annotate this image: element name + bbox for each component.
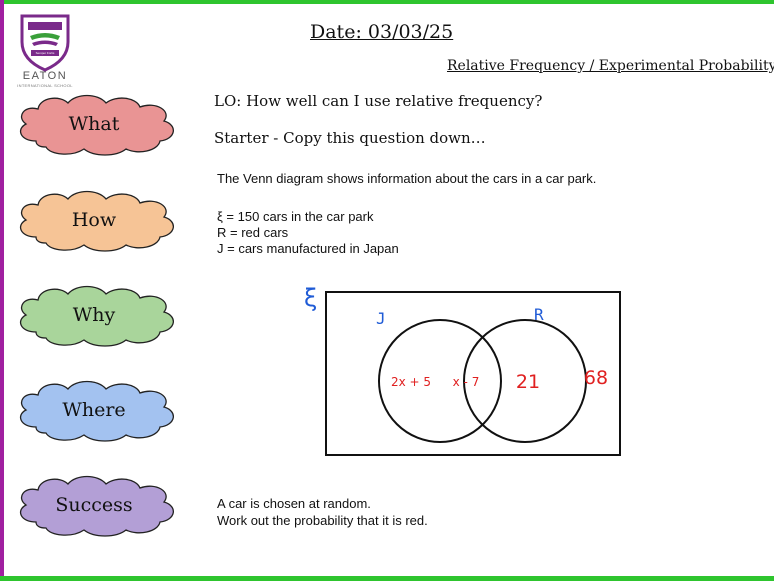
school-logo: Semper Fortis: [14, 12, 76, 92]
cloud-how: How: [8, 185, 188, 255]
universal-symbol: ξ: [304, 284, 317, 312]
cloud-icon: [19, 475, 174, 537]
cloud-what: What: [8, 89, 188, 159]
j-only-value: 2x + 5: [391, 375, 431, 389]
topic-heading: Relative Frequency / Experimental Probab…: [447, 58, 774, 74]
set-j-circle: [378, 319, 502, 443]
definition-r: R = red cars: [217, 225, 289, 240]
learning-objective: LO: How well can I use relative frequenc…: [214, 92, 543, 110]
definition-j: J = cars manufactured in Japan: [217, 241, 399, 256]
outside-value: 68: [584, 367, 608, 389]
intro-text: The Venn diagram shows information about…: [217, 171, 597, 186]
question-text: A car is chosen at random. Work out the …: [217, 495, 428, 529]
intersection-value: x - 7: [453, 375, 480, 389]
cloud-icon: [19, 380, 174, 442]
definitions: ξ = 150 cars in the car park R = red car…: [217, 209, 399, 257]
question-line-2: Work out the probability that it is red.: [217, 513, 428, 528]
cloud-success: Success: [8, 470, 188, 540]
left-border: [0, 0, 4, 581]
definition-universal: ξ = 150 cars in the car park: [217, 209, 374, 224]
venn-diagram: ξ J R 2x + 5 x - 7 21 68: [304, 284, 621, 456]
cloud-icon: [19, 190, 174, 252]
starter-instruction: Starter - Copy this question down…: [214, 129, 486, 147]
r-only-value: 21: [516, 371, 540, 393]
logo-motto: Semper Fortis: [35, 51, 55, 55]
cloud-why: Why: [8, 280, 188, 350]
cloud-label: How: [71, 209, 117, 231]
cloud-label: Why: [72, 304, 116, 326]
cloud-label: Success: [55, 494, 133, 516]
universal-set-box: [325, 291, 621, 456]
cloud-label: Where: [62, 399, 126, 421]
cloud-where: Where: [8, 375, 188, 445]
logo-subtitle: INTERNATIONAL SCHOOL: [17, 83, 73, 88]
logo-name: EATON: [22, 70, 68, 82]
date-heading: Date: 03/03/25: [310, 21, 454, 43]
set-j-label: J: [376, 309, 386, 328]
shield-icon: [20, 14, 70, 72]
top-border: [0, 0, 774, 4]
question-line-1: A car is chosen at random.: [217, 496, 371, 511]
cloud-icon: [19, 285, 174, 347]
set-r-circle: [463, 319, 587, 443]
bottom-border: [0, 576, 774, 581]
set-r-label: R: [534, 305, 544, 324]
cloud-label: What: [68, 113, 120, 135]
cloud-icon: [19, 94, 174, 156]
